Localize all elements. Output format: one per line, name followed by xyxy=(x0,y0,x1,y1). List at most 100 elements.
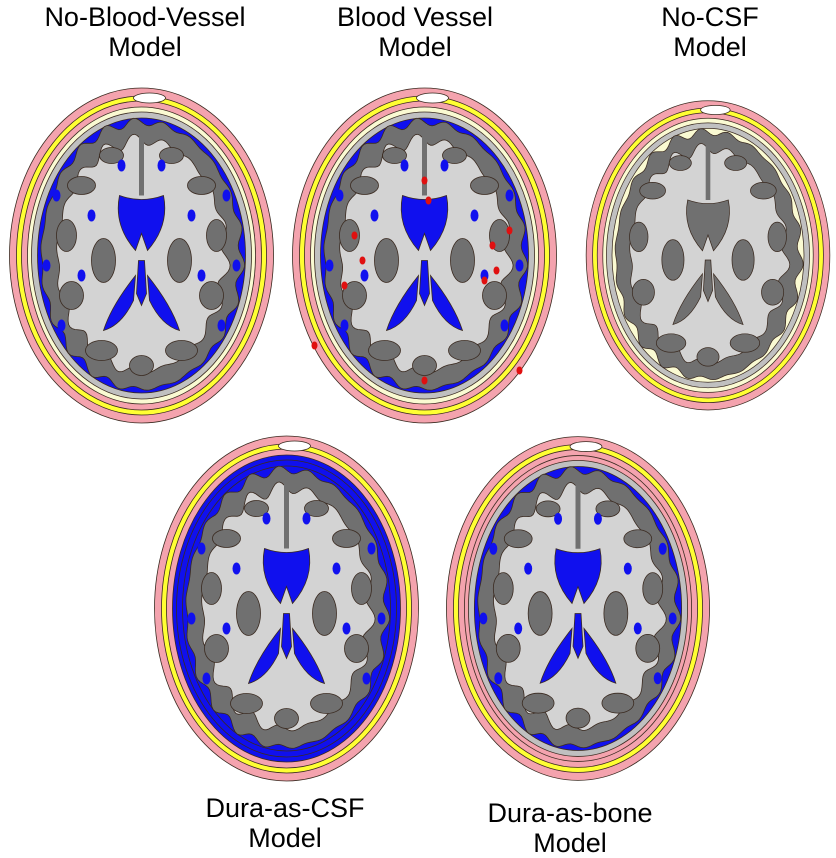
sulcal-csf-1 xyxy=(659,543,667,555)
basal-ganglia-left xyxy=(375,239,399,283)
sulcal-csf-2 xyxy=(326,260,334,272)
gyrus-7 xyxy=(449,341,481,361)
blood-vessel-0 xyxy=(352,232,358,240)
sulcal-csf-10 xyxy=(371,210,379,222)
gyrus-1 xyxy=(188,177,216,195)
gyrus-1 xyxy=(471,177,499,195)
gyrus-10 xyxy=(413,356,437,376)
blood-vessel-3 xyxy=(494,267,500,275)
sulcal-csf-2 xyxy=(479,612,487,624)
sulcal-csf-3 xyxy=(516,260,524,272)
sulcal-csf-6 xyxy=(494,672,502,684)
caption-line2: Model xyxy=(450,828,690,858)
gyrus-7 xyxy=(602,693,634,713)
sinus-region xyxy=(417,93,449,103)
gyrus-5 xyxy=(345,635,369,663)
caption-line1: No-CSF xyxy=(590,2,830,32)
sulcal-csf-0 xyxy=(489,543,497,555)
sulcal-csf-3 xyxy=(378,613,386,625)
sulcal-csf-11 xyxy=(333,563,341,575)
blood-vessel-6 xyxy=(426,197,432,205)
gyrus-4 xyxy=(60,282,84,310)
sulcal-csf-2 xyxy=(43,260,51,272)
gyrus-10 xyxy=(566,708,590,728)
gyrus-0 xyxy=(213,530,241,548)
basal-ganglia-right xyxy=(604,592,628,636)
sulcal-csf-2 xyxy=(188,613,196,625)
caption-line1: Dura-as-bone xyxy=(450,798,690,828)
sulcal-csf-9 xyxy=(303,513,311,525)
brain-slice-blood-vessel xyxy=(288,82,561,425)
sulcal-csf-11 xyxy=(471,210,479,222)
sulcal-csf-10 xyxy=(88,210,96,222)
sulcal-csf-5 xyxy=(198,270,206,282)
basal-ganglia-left xyxy=(528,592,552,636)
caption-no-csf: No-CSF Model xyxy=(590,2,830,62)
sulcal-csf-7 xyxy=(654,672,662,684)
gyrus-0 xyxy=(504,530,532,548)
sulcal-csf-9 xyxy=(158,160,166,172)
sulcal-csf-4 xyxy=(514,622,522,634)
gyrus-4 xyxy=(496,634,520,662)
gyrus-6 xyxy=(86,341,118,361)
blood-vessel-10 xyxy=(517,367,523,375)
sulcal-csf-1 xyxy=(223,190,231,202)
gyrus-8 xyxy=(669,156,691,171)
gyrus-1 xyxy=(624,530,652,548)
caption-line2: Model xyxy=(285,32,545,62)
sulcal-csf-4 xyxy=(361,270,369,282)
sulcal-csf-4 xyxy=(78,270,86,282)
gyrus-2 xyxy=(57,220,77,252)
sulcal-csf-8 xyxy=(554,513,562,525)
caption-line1: No-Blood-Vessel xyxy=(10,2,280,32)
sulcal-csf-6 xyxy=(58,320,66,332)
gyrus-6 xyxy=(369,341,401,361)
sulcal-csf-11 xyxy=(188,210,196,222)
sinus-region xyxy=(570,442,602,452)
gyrus-1 xyxy=(750,182,776,199)
sulcal-csf-1 xyxy=(506,190,514,202)
gyrus-3 xyxy=(207,220,227,252)
sulcal-csf-1 xyxy=(368,543,376,555)
caption-line2: Model xyxy=(590,32,830,62)
blood-vessel-2 xyxy=(490,242,496,250)
gyrus-6 xyxy=(656,334,686,352)
blood-vessel-7 xyxy=(342,282,348,290)
caption-line1: Dura-as-CSF xyxy=(155,793,415,823)
gyrus-1 xyxy=(333,530,361,548)
sinus-region xyxy=(701,105,731,114)
sulcal-csf-8 xyxy=(263,513,271,525)
gyrus-4 xyxy=(632,279,654,305)
gyrus-10 xyxy=(275,709,299,729)
basal-ganglia-left xyxy=(237,592,261,636)
brain-slice-dura-as-csf xyxy=(150,430,423,783)
basal-ganglia-left xyxy=(662,240,684,281)
caption-dura-as-bone: Dura-as-bone Model xyxy=(450,798,690,858)
gyrus-3 xyxy=(352,573,372,605)
sulcal-csf-9 xyxy=(594,513,602,525)
sulcal-csf-8 xyxy=(401,160,409,172)
gyrus-10 xyxy=(130,356,154,376)
sulcal-csf-4 xyxy=(223,623,231,635)
brain-slice-no-blood-vessel xyxy=(5,82,278,425)
blood-vessel-5 xyxy=(422,177,428,185)
blood-vessel-4 xyxy=(482,277,488,285)
basal-ganglia-right xyxy=(168,239,192,283)
gyrus-5 xyxy=(636,634,660,662)
sulcal-csf-11 xyxy=(624,563,632,575)
sulcal-csf-8 xyxy=(118,160,126,172)
gyrus-0 xyxy=(351,177,379,195)
sulcal-csf-7 xyxy=(363,673,371,685)
sulcal-csf-10 xyxy=(524,563,532,575)
brain-slice-no-csf xyxy=(582,82,834,425)
caption-dura-as-csf: Dura-as-CSF Model xyxy=(155,793,415,853)
sulcal-csf-7 xyxy=(218,320,226,332)
sulcal-csf-10 xyxy=(233,563,241,575)
brain-slice-dura-as-bone xyxy=(442,430,714,783)
sinus-region xyxy=(279,441,311,451)
blood-vessel-8 xyxy=(507,227,513,235)
gyrus-6 xyxy=(231,694,263,714)
basal-ganglia-right xyxy=(732,240,754,281)
sulcal-csf-3 xyxy=(233,260,241,272)
sulcal-csf-0 xyxy=(53,190,61,202)
